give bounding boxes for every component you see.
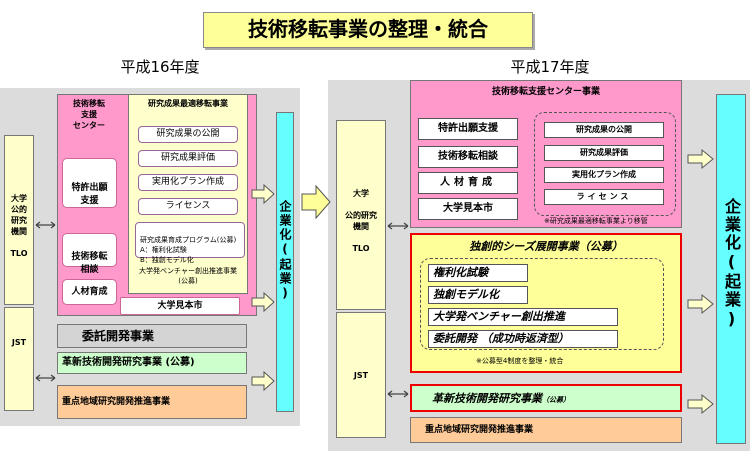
right-center-item-0: 特許出願支援 <box>418 118 518 140</box>
right-company-label: 企業化(起業) <box>722 198 741 330</box>
right-to-company-arrow-icon-1 <box>687 148 714 170</box>
left-company-box <box>276 112 294 412</box>
right-seeds-item-1: 独創モデル化 <box>428 286 528 304</box>
left-to-company-arrow-icon-1 <box>251 183 275 205</box>
right-seeds-title: 独創的シーズ展開事業（公募） <box>469 240 623 253</box>
left-to-company-arrow-icon-3 <box>251 370 275 392</box>
transition-arrow-icon <box>301 184 331 220</box>
left-to-company-arrow-icon-2 <box>251 291 275 313</box>
right-center-item-3: 大学見本市 <box>418 198 518 220</box>
left-research-item-1: 研究成果評価 <box>138 150 238 167</box>
left-research-item-0: 研究成果の公開 <box>138 126 238 143</box>
left-mihonichi-box: 大学見本市 <box>120 297 240 315</box>
right-kakushin-text: 革新技術開発研究事業 <box>432 392 542 405</box>
right-university-box: 大学 公的研究 機関 TLO <box>336 120 386 310</box>
left-venture-label: 大学発ベンチャー創出推進事業 (公募) <box>139 267 237 285</box>
right-center-title: 技術移転支援センター事業 <box>491 87 600 97</box>
left-patent-box: 特許出願 支援 <box>62 158 117 208</box>
left-juten-label: 重点地域研究開発推進事業 <box>62 397 171 407</box>
right-research-note: ※研究成果最適移転事業より移管 <box>544 217 648 225</box>
left-human-dev-label: 人材育成 <box>71 287 108 297</box>
left-company-label: 企業化(起業) <box>278 200 292 302</box>
right-center-item-2: 人材育成 <box>418 172 518 194</box>
left-year-label: 平成16年度 <box>120 58 200 76</box>
left-research-item-3: ライセンス <box>138 198 238 215</box>
left-juten-box: 重点地域研究開発推進事業 <box>57 385 247 419</box>
left-itaku-box: 委託開発事業 <box>57 324 247 348</box>
left-double-arrow-icon-1 <box>35 221 56 229</box>
right-double-arrow-icon-2 <box>387 390 409 398</box>
right-research-group <box>534 112 676 216</box>
left-kakushin-box: 革新技術開発研究事業 (公募) <box>57 352 247 374</box>
right-company-box <box>716 94 746 444</box>
right-juten-box: 重点地域研究開発推進事業 <box>410 417 682 443</box>
left-jst-label: JST <box>11 338 27 347</box>
right-jst-label: JST <box>353 371 369 380</box>
right-to-company-arrow-icon-3 <box>687 393 714 415</box>
right-year-label: 平成17年度 <box>510 58 590 76</box>
left-university-box: 大学 公的 研究 機関 TLO <box>4 135 34 305</box>
left-mihonichi-label: 大学見本市 <box>157 301 203 311</box>
right-juten-label: 重点地域研究開発推進事業 <box>425 425 534 435</box>
left-itaku-label: 委託開発事業 <box>82 329 155 343</box>
left-research-item-2: 実用化プラン作成 <box>138 174 238 191</box>
right-kakushin-label: 革新技術開発研究事業（公募） <box>432 390 672 406</box>
left-research-title: 研究成果最適移転事業 <box>148 99 228 108</box>
left-tech-consult-box: 技術移転 相談 <box>62 233 117 275</box>
right-jst-box: JST <box>336 312 386 438</box>
left-university-label: 大学 公的 研究 機関 TLO <box>10 194 28 258</box>
right-double-arrow-icon-1 <box>387 222 409 230</box>
title-banner: 技術移転事業の整理・統合 <box>203 12 533 48</box>
right-seeds-item-2: 大学発ベンチャー創出推進 <box>428 308 618 326</box>
right-research-item-0: 研究成果の公開 <box>544 122 664 138</box>
left-human-dev-box: 人材育成 <box>62 279 117 305</box>
left-double-arrow-icon-2 <box>35 374 56 382</box>
left-program-box: 研究成果育成プログラム(公募) A：権利化試験 B：独創モデル化 <box>135 222 245 264</box>
right-university-label: 大学 公的研究 機関 TLO <box>345 189 377 253</box>
right-seeds-note: ※公募型4制度を整理・統合 <box>476 357 564 365</box>
right-seeds-group <box>420 258 664 350</box>
left-tlo-center-label: 技術移転 支援 センター <box>73 99 105 130</box>
right-research-item-2: 実用化プラン作成 <box>544 167 664 183</box>
right-research-item-3: ライセンス <box>544 189 664 205</box>
left-jst-box: JST <box>4 307 34 411</box>
page-title: 技術移転事業の整理・統合 <box>248 17 488 41</box>
right-seeds-item-0: 権利化試験 <box>428 264 528 282</box>
left-program-label: 研究成果育成プログラム(公募) A：権利化試験 B：独創モデル化 <box>140 236 237 264</box>
right-kakushin-suffix: （公募） <box>542 396 570 404</box>
right-kakushin-box <box>410 384 682 412</box>
right-research-item-1: 研究成果評価 <box>544 145 664 161</box>
left-patent-label: 特許出願 支援 <box>71 183 108 206</box>
right-center-item-1: 技術移転相談 <box>418 146 518 168</box>
right-seeds-item-3: 委託開発 （成功時返済型） <box>428 330 618 348</box>
right-to-company-arrow-icon-2 <box>687 293 714 315</box>
left-kakushin-label: 革新技術開発研究事業 (公募) <box>62 357 195 368</box>
left-tech-consult-label: 技術移転 相談 <box>71 252 108 275</box>
